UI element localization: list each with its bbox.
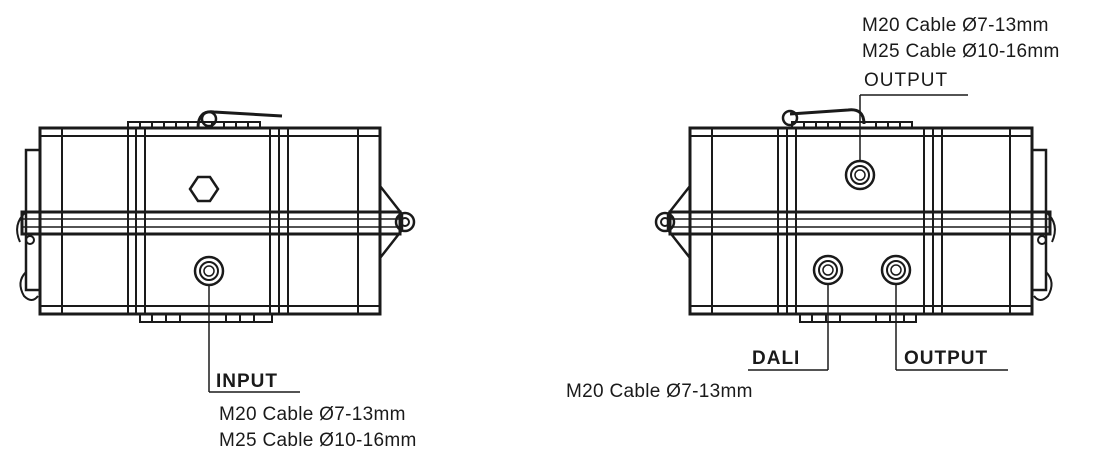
input-header: INPUT [216,371,278,392]
input-cable-spec-m20: M20 Cable Ø7-13mm [219,404,406,425]
dali-cable-gland [812,254,844,286]
top-output-cable-spec-m25: M25 Cable Ø10-16mm [862,41,1060,62]
bottom-output-callout: OUTPUT [895,284,1008,371]
bottom-output-header: OUTPUT [904,348,988,369]
top-output-callout: M20 Cable Ø7-13mm M25 Cable Ø10-16mm OUT… [859,15,1060,161]
top-output-header: OUTPUT [864,70,948,91]
input-cable-spec-m25: M25 Cable Ø10-16mm [219,430,417,451]
dali-cable-spec-m20: M20 Cable Ø7-13mm [566,381,753,402]
input-cable-gland [193,255,225,287]
bottom-output-cable-gland [880,254,912,286]
input-callout: INPUT M20 Cable Ø7-13mm M25 Cable Ø10-16… [208,285,417,451]
dali-header: DALI [752,348,800,369]
dali-callout: DALI M20 Cable Ø7-13mm [566,284,829,402]
blank-plug-hex [188,175,220,203]
right-driver-unit [654,108,1056,323]
left-driver-unit [16,110,416,323]
top-output-cable-spec-m20: M20 Cable Ø7-13mm [862,15,1049,36]
top-output-cable-gland [844,159,876,191]
